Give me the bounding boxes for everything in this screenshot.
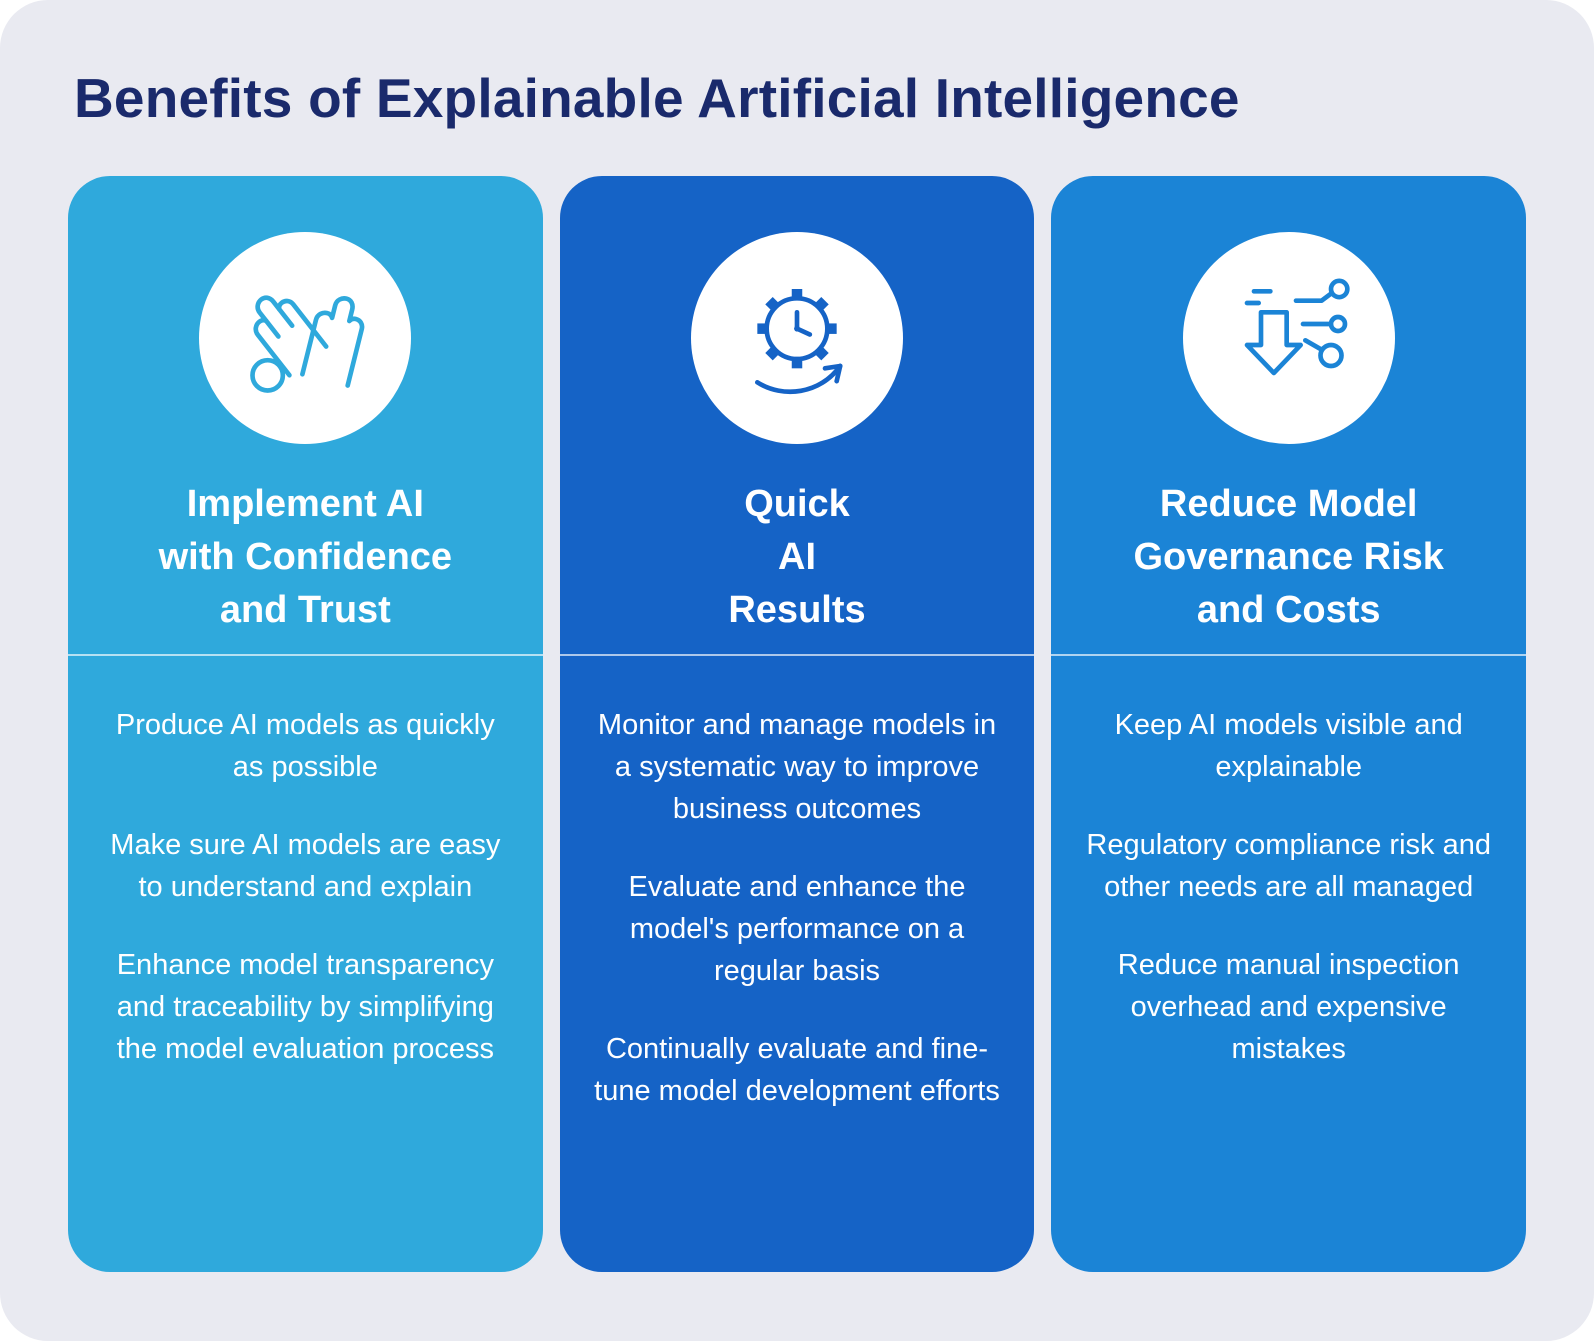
card-point: Monitor and manage models in a systemati… <box>597 709 997 826</box>
card-header: Quick AI Results <box>560 176 1035 654</box>
card-header: Reduce Model Governance Risk and Costs <box>1051 176 1526 654</box>
card-point: Evaluate and enhance the model's perform… <box>628 871 966 988</box>
card-point: Reduce manual inspection overhead and ex… <box>1117 949 1460 1066</box>
card-point: Enhance model transparency and traceabil… <box>116 949 494 1066</box>
card-point: Produce AI models as quickly as possible <box>115 709 495 784</box>
icon-badge <box>199 232 412 444</box>
card-body: Keep AI models visible and explainable R… <box>1051 656 1526 1100</box>
card-point: Regulatory compliance risk and other nee… <box>1086 829 1491 904</box>
down-arrow-nodes-icon <box>1244 278 1350 376</box>
card-reduce-governance-risk: Reduce Model Governance Risk and Costs K… <box>1051 176 1527 1272</box>
card-quick-ai-results: Quick AI Results Monitor and manage mode… <box>559 176 1035 1272</box>
benefit-cards-row: Implement AI with Confidence and Trust P… <box>68 176 1527 1272</box>
card-title: Quick AI Results <box>728 483 866 632</box>
card-body: Monitor and manage models in a systemati… <box>560 656 1035 1142</box>
card-divider <box>1051 654 1527 656</box>
hands-high-five-icon <box>250 295 365 393</box>
icon-badge <box>1182 232 1395 444</box>
card-title: Implement AI with Confidence and Trust <box>158 483 453 632</box>
card-body: Produce AI models as quickly as possible… <box>68 656 543 1100</box>
card-title: Reduce Model Governance Risk and Costs <box>1133 483 1444 632</box>
gear-clock-arrow-icon <box>755 289 843 395</box>
icon-badge <box>691 232 903 444</box>
card-divider <box>68 654 543 656</box>
card-header: Implement AI with Confidence and Trust <box>68 176 543 654</box>
card-point: Keep AI models visible and explainable <box>1114 709 1463 784</box>
card-point: Continually evaluate and fine-tune model… <box>594 1033 1000 1108</box>
page-title: Benefits of Explainable Artificial Intel… <box>74 67 1240 129</box>
card-divider <box>559 654 1035 656</box>
card-point: Make sure AI models are easy to understa… <box>110 829 501 904</box>
card-implement-ai-with-confidence: Implement AI with Confidence and Trust P… <box>68 176 543 1272</box>
